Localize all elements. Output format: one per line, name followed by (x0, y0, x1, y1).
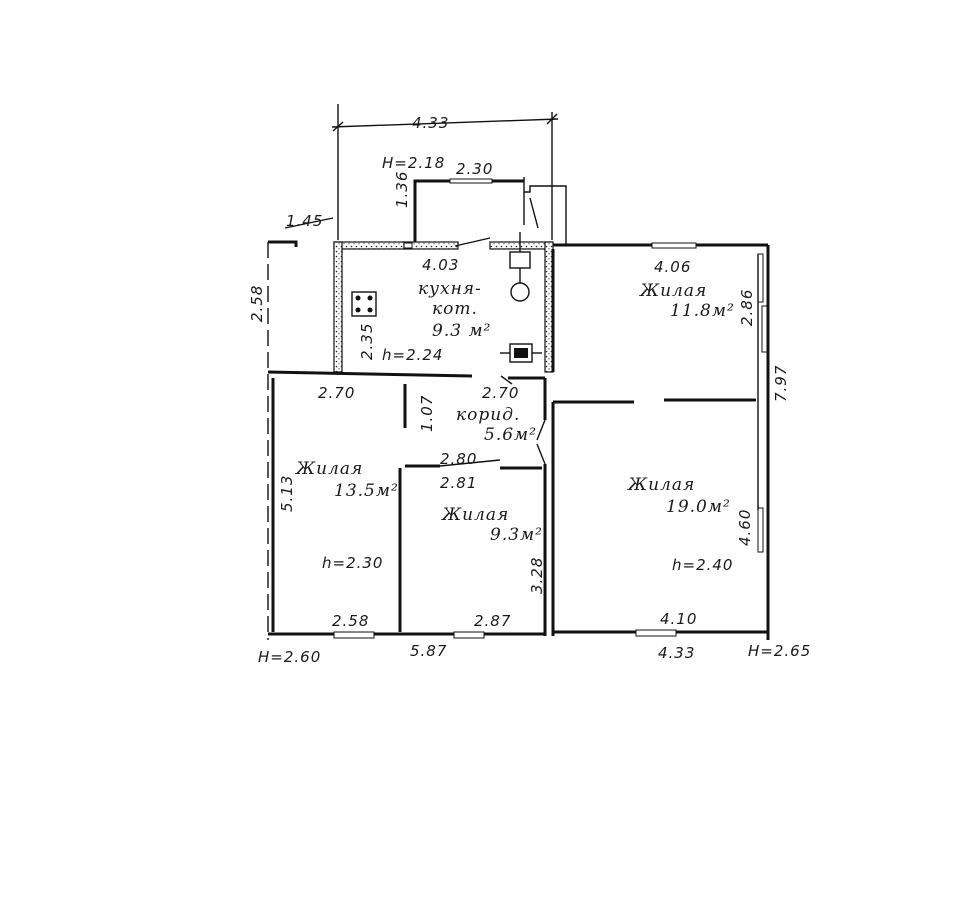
dim-mid-room-top-a: 2.80 (440, 450, 477, 468)
bedroom-ne-area: 11.8м² (670, 301, 735, 321)
corridor-walls (267, 370, 547, 636)
dim-mid-room-top-b: 2.81 (440, 474, 477, 492)
dim-annex-width: 1.45 (286, 212, 323, 230)
dim-porch-width: 2.30 (456, 160, 493, 178)
dim-closet-depth: 1.07 (418, 395, 436, 432)
dim-west-room-bottom: 2.58 (332, 612, 369, 630)
dim-mid-room-depth: 3.28 (528, 557, 546, 594)
se-room-area: 19.0м² (666, 497, 731, 517)
west-room-name: Жилая (295, 459, 363, 479)
dim-corner-se: H=2.65 (748, 642, 811, 660)
top-dimension-line (331, 104, 559, 240)
bedroom-ne-name: Жилая (639, 281, 707, 301)
dim-se-room-depth: 4.60 (736, 509, 754, 546)
dim-bedroom-ne-depth: 2.86 (738, 289, 756, 326)
dim-porch-depth: 1.36 (393, 171, 411, 208)
dim-corner-sw: H=2.60 (258, 648, 321, 666)
bedroom-ne-walls (551, 242, 770, 640)
dim-east-total: 7.97 (772, 365, 790, 402)
kitchen-walls (333, 237, 554, 373)
mid-room-name: Жилая (441, 505, 509, 525)
dim-porch-height: H=2.18 (382, 154, 445, 172)
west-annex (267, 217, 334, 640)
south-wall (268, 402, 768, 639)
dim-west-room-depth: 5.13 (278, 475, 296, 512)
dim-south-total-east: 4.33 (658, 644, 695, 662)
dim-kitchen-ceiling: h=2.24 (382, 346, 443, 364)
dim-west-room-ceiling: h=2.30 (322, 554, 383, 572)
dim-west-room-top: 2.70 (318, 384, 355, 402)
kitchen-name: кухня- (418, 279, 482, 299)
mid-room-area: 9.3м² (490, 525, 543, 545)
dim-kitchen-depth: 2.35 (358, 323, 376, 360)
dim-se-room-ceiling: h=2.40 (672, 556, 733, 574)
dim-annex-depth: 2.58 (248, 285, 266, 322)
dim-kitchen-width: 4.03 (422, 256, 459, 274)
dim-se-room-bottom: 4.10 (660, 610, 697, 628)
kitchen-name-2: кот. (432, 299, 478, 319)
dim-corridor-width: 2.70 (482, 384, 519, 402)
dim-top-width: 4.33 (412, 114, 449, 132)
dim-mid-room-bottom: 2.87 (474, 612, 511, 630)
dim-south-total-west: 5.87 (410, 642, 447, 660)
kitchen-area: 9.3 м² (432, 321, 491, 341)
corridor-name: корид. (456, 405, 520, 425)
boiler-icon (500, 343, 542, 363)
porch (413, 177, 567, 245)
corridor-area: 5.6м² (484, 425, 537, 445)
dim-bedroom-ne-width: 4.06 (654, 258, 691, 276)
se-room-name: Жилая (627, 475, 695, 495)
west-room-area: 13.5м² (334, 481, 399, 501)
sink-icon (509, 232, 531, 302)
stove-icon (351, 291, 377, 317)
